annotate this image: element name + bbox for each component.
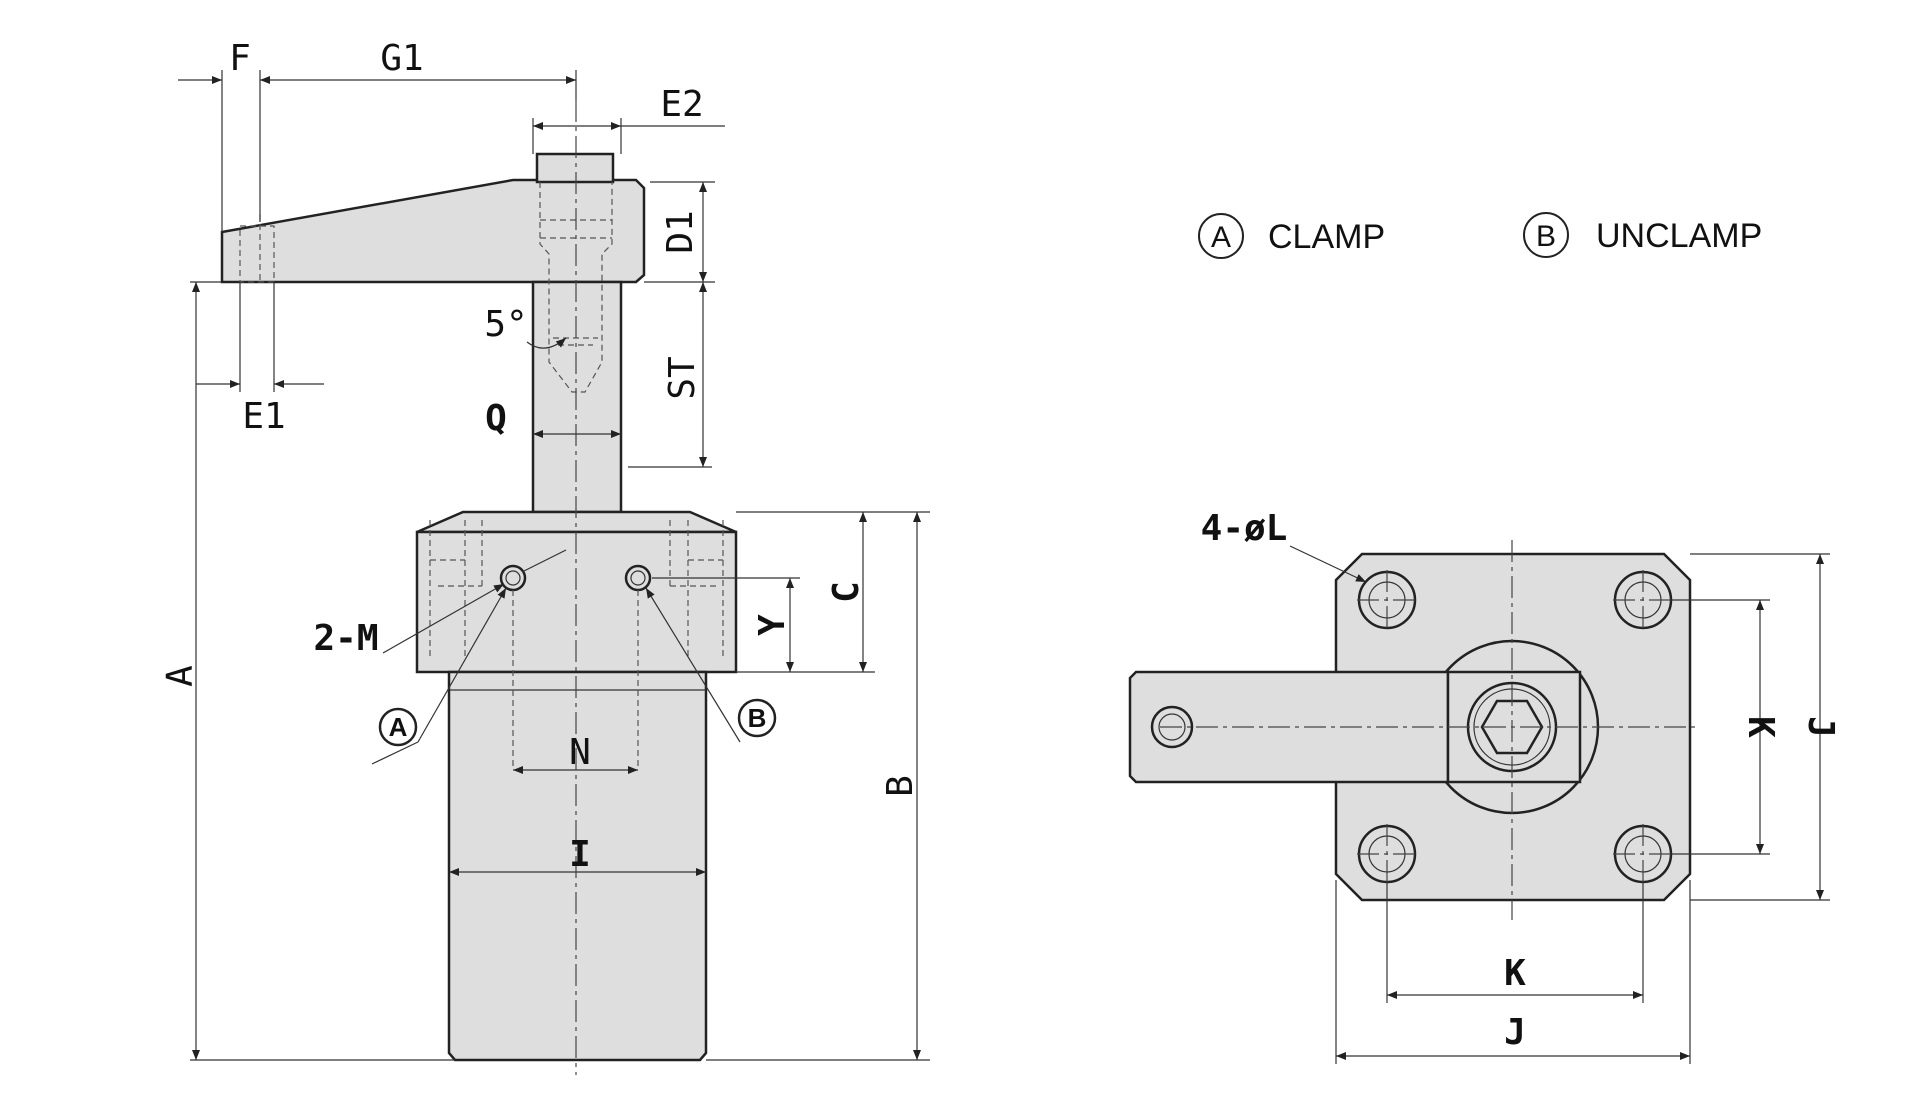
top-view bbox=[1128, 540, 1830, 1064]
dimension-labels: F G1 E2 E1 5° Q 2-M N I 4-øL K J D1 ST A… bbox=[160, 38, 1841, 1053]
arm-bolt-head bbox=[535, 152, 615, 184]
dim-angle: 5° bbox=[484, 304, 527, 345]
dim-J-vertical: J bbox=[1800, 716, 1841, 738]
dim-Q: Q bbox=[485, 398, 507, 439]
legend-b-circle bbox=[1523, 212, 1569, 258]
front-view bbox=[178, 70, 930, 1075]
dim-Y: Y bbox=[752, 614, 793, 636]
top-arm-hole bbox=[1150, 705, 1194, 749]
dim-L: 4-øL bbox=[1201, 508, 1288, 549]
legend-a-circle bbox=[1198, 213, 1244, 259]
dim-C: C bbox=[826, 581, 867, 603]
arm-contact-hidden bbox=[239, 225, 275, 283]
dim-J-horizontal: J bbox=[1504, 1012, 1526, 1053]
rod-bolt-hidden bbox=[539, 182, 613, 393]
clamp-arm bbox=[220, 178, 646, 284]
port-a-letter: A bbox=[389, 712, 408, 742]
dim-ST: ST bbox=[662, 356, 703, 399]
legend-b-letter: B bbox=[1536, 220, 1556, 253]
dim-N: N bbox=[569, 732, 591, 773]
legend-b-label: UNCLAMP bbox=[1596, 217, 1762, 255]
dim-E2: E2 bbox=[660, 84, 703, 125]
port-b-letter: B bbox=[748, 703, 767, 733]
hex-bolt-icon bbox=[1480, 699, 1544, 755]
dim-B: B bbox=[880, 775, 921, 797]
flange-holes-hidden bbox=[429, 520, 724, 660]
dim-I: I bbox=[569, 834, 591, 875]
piston-rod bbox=[531, 280, 623, 514]
dim-G1: G1 bbox=[380, 38, 423, 79]
dim-M: 2-M bbox=[313, 618, 378, 659]
legend-a-letter: A bbox=[1211, 221, 1231, 254]
dim-A: A bbox=[160, 665, 201, 687]
legend-a-label: CLAMP bbox=[1268, 218, 1385, 256]
port-a-label-circle bbox=[378, 707, 418, 747]
dim-K-horizontal: K bbox=[1504, 953, 1526, 994]
dim-F: F bbox=[229, 38, 251, 79]
dim-D1: D1 bbox=[660, 210, 701, 253]
dim-E1: E1 bbox=[242, 396, 285, 437]
legend: A CLAMP B UNCLAMP bbox=[1198, 212, 1762, 259]
port-b-label-circle bbox=[737, 698, 777, 738]
dim-K-vertical: K bbox=[1740, 716, 1781, 738]
